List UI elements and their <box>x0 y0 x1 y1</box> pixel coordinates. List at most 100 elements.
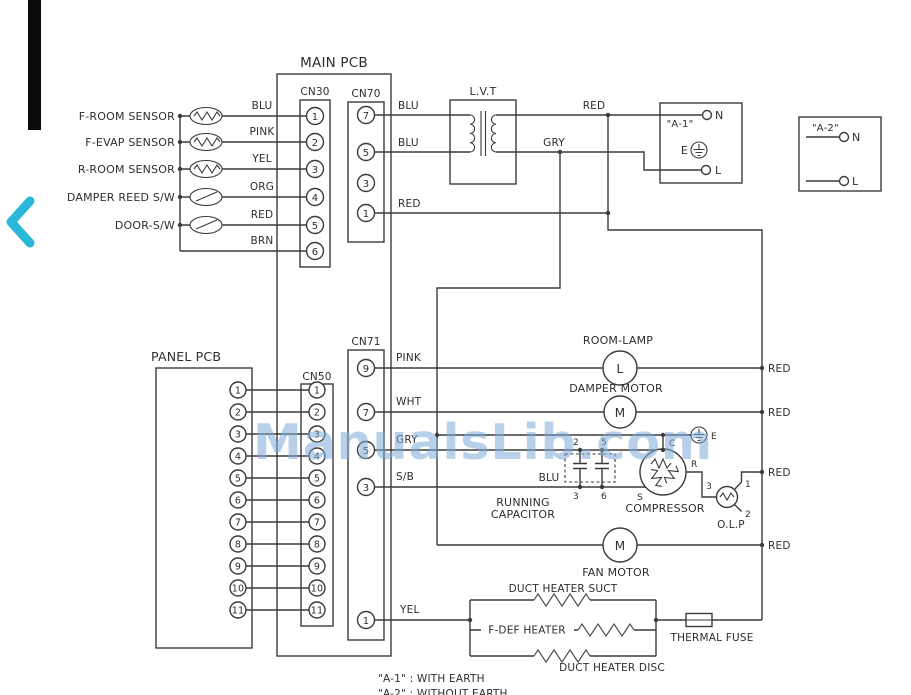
wire-color-label: GRY <box>543 137 565 149</box>
compressor-symbol <box>639 448 687 496</box>
wire-color-label: RED <box>768 467 791 479</box>
cn50-pin <box>308 403 326 421</box>
pin-number: 3 <box>235 430 241 441</box>
pin-number: 9 <box>314 562 320 573</box>
cn30-pin <box>305 106 325 126</box>
pin-number: 3 <box>314 430 320 441</box>
wire-color-label: BLU <box>398 137 419 149</box>
olp-label: O.L.P <box>717 519 745 531</box>
wire-color-label: RED <box>768 407 791 419</box>
pin-number: 5 <box>235 474 241 485</box>
pin-number: 5 <box>312 221 319 232</box>
pin-number: 8 <box>235 540 241 551</box>
pin-number: 6 <box>314 496 320 507</box>
sensor-label: F-EVAP SENSOR <box>85 136 175 149</box>
wire-gry-branch <box>436 152 561 545</box>
pin-number: 5 <box>363 148 370 159</box>
wire-gry-main <box>496 151 702 171</box>
olp-bimetal <box>719 492 735 502</box>
terminal-label: 3 <box>706 482 712 492</box>
panel-pin <box>229 557 247 575</box>
panel-pin <box>229 403 247 421</box>
terminal-label: R <box>691 460 697 470</box>
cn50-pin <box>308 535 326 553</box>
duct-heater-disc-resistor <box>533 649 591 663</box>
transformer-symbol <box>469 111 497 156</box>
footnote: "A-1" : WITH EARTH <box>378 673 485 685</box>
fan-motor-letter: M <box>615 539 626 553</box>
damper-reed-switch-symbol <box>189 187 223 207</box>
terminal-label: 1 <box>745 480 751 490</box>
terminal-label: E <box>681 144 688 157</box>
terminal-label: L <box>715 164 722 177</box>
pin-number: 4 <box>235 452 241 463</box>
cn30-pin <box>305 132 325 152</box>
fan-motor-label: FAN MOTOR <box>582 566 650 579</box>
olp-symbol <box>715 485 739 509</box>
wire-color-label: RED <box>768 540 791 552</box>
pin-number: 9 <box>363 364 370 375</box>
cn71-label: CN71 <box>351 336 380 348</box>
terminal-label: 5 <box>601 438 607 448</box>
earth-symbol <box>690 141 708 159</box>
wire-color-label: S/B <box>396 471 414 483</box>
lvt-box <box>449 99 517 185</box>
pin-number: 10 <box>311 584 324 595</box>
footnote-clipped: "A-2" : WITHOUT EARTH <box>378 688 508 695</box>
pin-number: 1 <box>363 209 370 220</box>
wire-color-label: BLU <box>398 100 419 112</box>
pin-number: 4 <box>314 452 320 463</box>
duct-heater-disc-label: DUCT HEATER DISC <box>559 662 665 674</box>
cn30-pin <box>305 241 325 261</box>
wire-color-label: WHT <box>396 396 422 408</box>
pin-number: 1 <box>363 616 370 627</box>
page-edge-bar <box>28 0 41 130</box>
capacitor-symbol <box>573 450 609 487</box>
thermal-fuse-label: THERMAL FUSE <box>669 632 753 644</box>
cn50-pin <box>308 447 326 465</box>
sensor-label: DAMPER REED S/W <box>67 191 175 204</box>
pin-number: 7 <box>314 518 320 529</box>
panel-pin <box>229 601 247 619</box>
wire-color-label: RED <box>398 198 421 210</box>
cn50-pin <box>308 579 326 597</box>
room-lamp-label: ROOM-LAMP <box>583 334 653 347</box>
run-capacitor-label: CAPACITOR <box>491 508 555 521</box>
back-chevron-icon[interactable] <box>6 196 35 248</box>
compressor-label: COMPRESSOR <box>625 502 704 515</box>
damper-motor-label: DAMPER MOTOR <box>569 382 663 395</box>
wire-color-label: RED <box>583 100 606 112</box>
wire-panel-links <box>246 389 309 611</box>
wire-color-label: BRN <box>251 235 274 247</box>
cn70-connector <box>347 101 385 243</box>
lvt-label: L.V.T <box>470 85 497 98</box>
wire-color-label: PINK <box>250 126 276 138</box>
cn71-connector <box>347 349 385 641</box>
earth-symbol-compressor <box>690 426 708 444</box>
pin-number: 1 <box>312 112 319 123</box>
plug-a1-n-terminal <box>701 109 713 121</box>
cn30-pin <box>305 187 325 207</box>
door-switch-symbol <box>189 215 223 235</box>
duct-heater-suct-label: DUCT HEATER SUCT <box>509 583 618 595</box>
panel-pcb-outline <box>155 367 253 649</box>
pin-number: 3 <box>363 179 370 190</box>
wire-color-label: ORG <box>250 181 274 193</box>
plug-a1-box <box>659 102 743 184</box>
pin-number: 2 <box>312 138 319 149</box>
wire <box>686 471 716 498</box>
panel-pin <box>229 381 247 399</box>
panel-pin <box>229 513 247 531</box>
sensor-label: R-ROOM SENSOR <box>78 163 175 176</box>
label-backdrop <box>481 622 574 637</box>
plug-a1-label: "A-1" <box>667 119 694 130</box>
terminal-label: L <box>852 175 859 188</box>
main-pcb-outline <box>276 73 392 657</box>
sensor-label: DOOR-S/W <box>115 219 175 232</box>
f-def-heater-label: F-DEF HEATER <box>488 625 566 637</box>
terminal-label: N <box>715 109 723 122</box>
wire-red-bus <box>607 115 763 620</box>
pin-number: 6 <box>312 247 319 258</box>
pin-number: 5 <box>363 446 370 457</box>
